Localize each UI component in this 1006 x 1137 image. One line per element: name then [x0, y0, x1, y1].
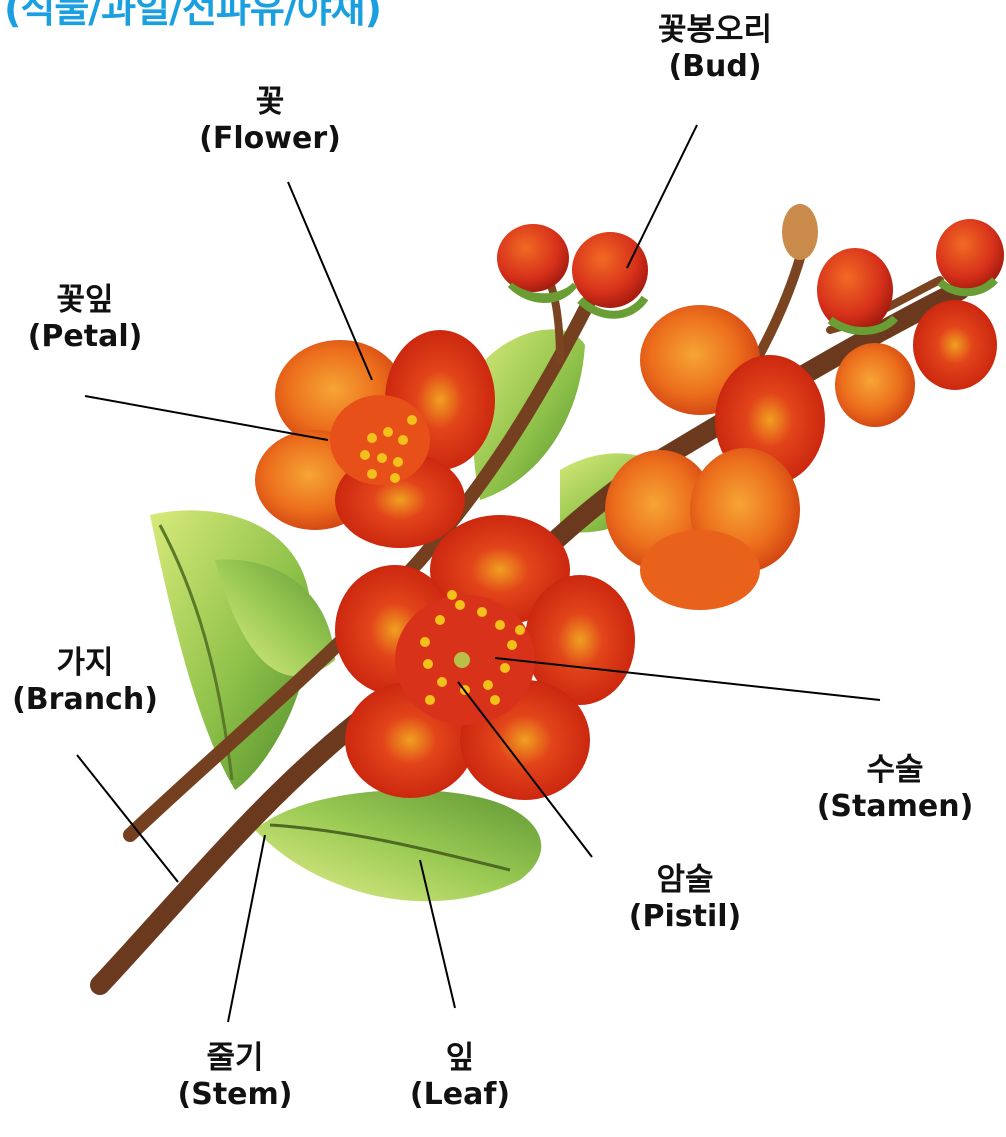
- label-stamen-en: (Stamen): [800, 789, 990, 824]
- bud: [835, 343, 915, 427]
- flower-center: [335, 515, 635, 800]
- label-branch-en: (Branch): [0, 682, 170, 717]
- bud: [817, 248, 893, 332]
- flower-cluster-right: [605, 219, 1004, 610]
- buds-top: [497, 204, 818, 315]
- bud: [572, 232, 648, 308]
- pistil-center: [454, 652, 470, 668]
- label-pistil-ko: 암술: [605, 862, 765, 899]
- flower-upper: [255, 330, 495, 548]
- label-stem-en: (Stem): [160, 1077, 310, 1112]
- label-stamen-ko: 수술: [800, 752, 990, 789]
- label-petal-ko: 꽃잎: [10, 282, 160, 319]
- bud: [913, 300, 997, 390]
- label-bud-ko: 꽃봉오리: [615, 12, 815, 49]
- petal: [640, 530, 760, 610]
- label-leaf-en: (Leaf): [395, 1077, 525, 1112]
- label-flower: 꽃 (Flower): [180, 84, 360, 156]
- label-flower-en: (Flower): [180, 121, 360, 156]
- label-leaf: 잎 (Leaf): [395, 1040, 525, 1112]
- label-pistil-en: (Pistil): [605, 899, 765, 934]
- label-branch: 가지 (Branch): [0, 645, 170, 717]
- label-petal-en: (Petal): [10, 319, 160, 354]
- leader-line-branch: [77, 755, 178, 882]
- leader-line-bud: [627, 125, 697, 268]
- label-flower-ko: 꽃: [180, 84, 360, 121]
- petal: [330, 395, 430, 485]
- label-pistil: 암술 (Pistil): [605, 862, 765, 934]
- label-petal: 꽃잎 (Petal): [10, 282, 160, 354]
- leaf-lower: [255, 790, 541, 901]
- bud: [497, 224, 569, 292]
- label-stem: 줄기 (Stem): [160, 1040, 310, 1112]
- bud: [782, 204, 818, 260]
- label-bud: 꽃봉오리 (Bud): [615, 12, 815, 84]
- label-leaf-ko: 잎: [395, 1040, 525, 1077]
- label-stem-ko: 줄기: [160, 1040, 310, 1077]
- label-bud-en: (Bud): [615, 49, 815, 84]
- leader-line-stem: [228, 835, 265, 1022]
- label-stamen: 수술 (Stamen): [800, 752, 990, 824]
- label-branch-ko: 가지: [0, 645, 170, 682]
